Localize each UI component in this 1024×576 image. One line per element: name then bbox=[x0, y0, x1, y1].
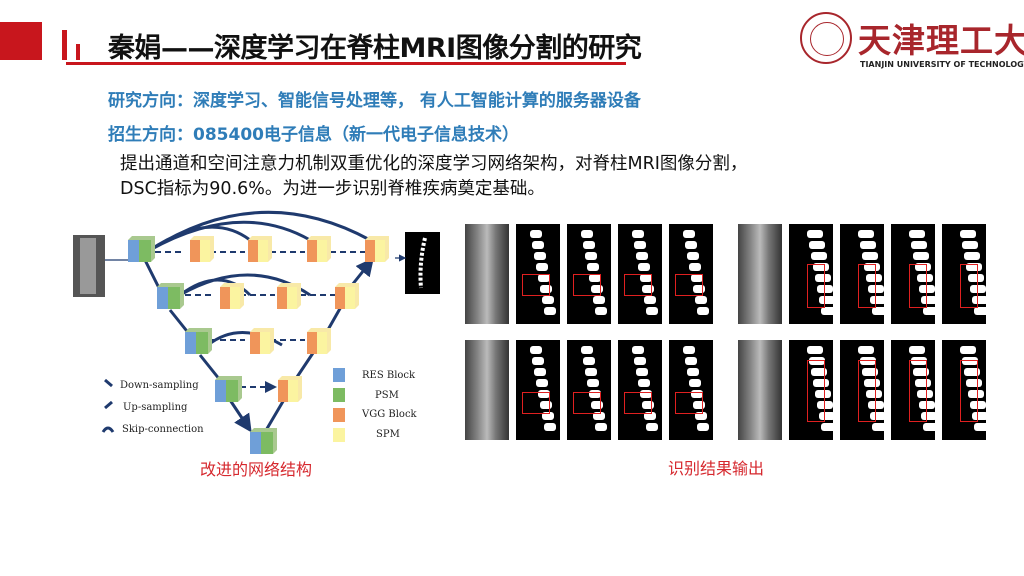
mri-source-image bbox=[738, 340, 782, 440]
highlight-box bbox=[960, 264, 978, 308]
segmentation-result-image bbox=[891, 224, 935, 324]
segmentation-result-image bbox=[891, 340, 935, 440]
logo-english-name: TIANJIN UNIVERSITY OF TECHNOLOGY bbox=[860, 60, 1024, 69]
highlight-box bbox=[573, 392, 601, 414]
segmentation-result-image bbox=[516, 224, 560, 324]
mri-source-image bbox=[738, 224, 782, 324]
highlight-box bbox=[624, 392, 652, 414]
highlight-box bbox=[675, 392, 703, 414]
legend-spm: SPM bbox=[376, 429, 400, 440]
segmentation-result-image bbox=[789, 224, 833, 324]
segmentation-result-image bbox=[942, 340, 986, 440]
description: 提出通道和空间注意力机制双重优化的深度学习网络架构，对脊柱MRI图像分割， DS… bbox=[120, 152, 840, 202]
logo-chinese-name: 天津理工大学 bbox=[858, 21, 1024, 60]
highlight-box bbox=[909, 264, 927, 308]
segmentation-result-image bbox=[567, 340, 611, 440]
university-seal-icon bbox=[800, 12, 852, 64]
description-line: 提出通道和空间注意力机制双重优化的深度学习网络架构，对脊柱MRI图像分割， bbox=[120, 154, 748, 174]
highlight-box bbox=[573, 274, 601, 296]
highlight-box bbox=[858, 264, 876, 308]
vgg-block-swatch bbox=[333, 408, 345, 422]
description-line: DSC指标为90.6%。为进一步识别脊椎疾病奠定基础。 bbox=[120, 179, 545, 199]
highlight-box bbox=[522, 274, 550, 296]
university-logo: 天津理工大学 TIANJIN UNIVERSITY OF TECHNOLOGY bbox=[800, 10, 1024, 76]
legend-psm: PSM bbox=[375, 390, 399, 401]
res-block-swatch bbox=[333, 368, 345, 382]
segmentation-result-image bbox=[618, 224, 662, 324]
input-mri-image bbox=[73, 235, 105, 297]
skip-connection-icon bbox=[101, 426, 115, 433]
enrollment-direction: 招生方向：085400电子信息（新一代电子信息技术） bbox=[108, 125, 519, 145]
segmentation-result-image bbox=[840, 224, 884, 324]
title-underline bbox=[66, 62, 626, 65]
header-red-block bbox=[0, 22, 42, 60]
diagram-caption: 改进的网络结构 bbox=[200, 460, 313, 479]
segmentation-result-image bbox=[789, 340, 833, 440]
mri-source-image bbox=[465, 224, 509, 324]
down-sampling-icon bbox=[104, 378, 113, 388]
block-legend: RES Block PSM VGG Block SPM bbox=[333, 368, 418, 442]
legend-down-sampling: Down-sampling bbox=[120, 380, 199, 391]
segmentation-result-image bbox=[567, 224, 611, 324]
highlight-box bbox=[807, 360, 825, 422]
legend-skip-connection: Skip-connection bbox=[122, 424, 204, 435]
segmentation-result-image bbox=[669, 340, 713, 440]
mri-source-image bbox=[465, 340, 509, 440]
highlight-box bbox=[675, 274, 703, 296]
header-accent-bar bbox=[76, 44, 80, 60]
research-direction: 研究方向：深度学习、智能信号处理等， 有人工智能计算的服务器设备 bbox=[108, 91, 641, 111]
segmentation-result-image bbox=[669, 224, 713, 324]
highlight-box bbox=[909, 360, 927, 422]
psm-swatch bbox=[333, 388, 345, 402]
segmentation-result-image bbox=[516, 340, 560, 440]
up-sampling-icon bbox=[104, 400, 113, 410]
segmentation-result-image bbox=[840, 340, 884, 440]
results-caption: 识别结果输出 bbox=[668, 459, 765, 478]
segmentation-result-image bbox=[942, 224, 986, 324]
network-diagram: Down-sampling Up-sampling Skip-connectio… bbox=[73, 210, 440, 454]
highlight-box bbox=[960, 360, 978, 422]
segmentation-result-image bbox=[618, 340, 662, 440]
legend-res-block: RES Block bbox=[362, 370, 416, 381]
highlight-box bbox=[624, 274, 652, 296]
spm-swatch bbox=[333, 428, 345, 442]
highlight-box bbox=[858, 360, 876, 422]
page-title: 秦娟——深度学习在脊柱MRI图像分割的研究 bbox=[108, 33, 642, 64]
highlight-box bbox=[807, 264, 825, 308]
legend-up-sampling: Up-sampling bbox=[123, 402, 188, 413]
header-accent-bar bbox=[62, 30, 67, 60]
legend-vgg-block: VGG Block bbox=[361, 409, 418, 420]
highlight-box bbox=[522, 392, 550, 414]
arrow-legend: Down-sampling Up-sampling Skip-connectio… bbox=[101, 378, 204, 435]
output-mask-image bbox=[405, 232, 440, 294]
